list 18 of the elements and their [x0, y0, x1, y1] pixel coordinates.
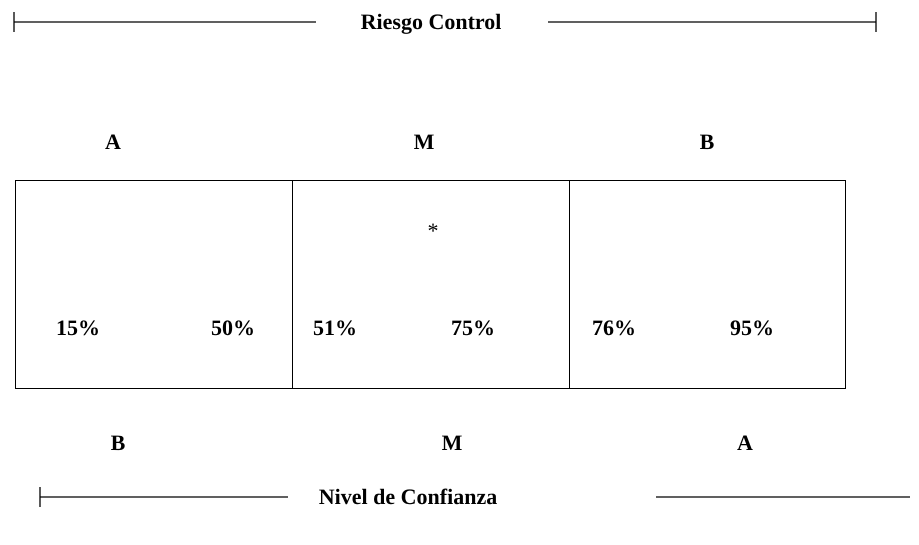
range-box [292, 180, 571, 389]
asterisk-mark: * [428, 220, 438, 242]
level-letter: B [110, 432, 126, 454]
percent-label: 15% [56, 317, 100, 339]
level-letter: M [442, 432, 462, 454]
range-box [569, 180, 846, 389]
level-letter: A [105, 131, 121, 153]
level-letter: A [737, 432, 753, 454]
level-letter: B [700, 131, 714, 153]
percent-label: 51% [313, 317, 357, 339]
percent-label: 75% [451, 317, 495, 339]
scale-title: Nivel de Confianza [318, 486, 498, 508]
level-letter: M [414, 131, 434, 153]
range-box [15, 180, 294, 389]
scale-title: Riesgo Control [360, 11, 502, 33]
percent-label: 95% [730, 317, 774, 339]
percent-label: 50% [211, 317, 255, 339]
percent-label: 76% [592, 317, 636, 339]
